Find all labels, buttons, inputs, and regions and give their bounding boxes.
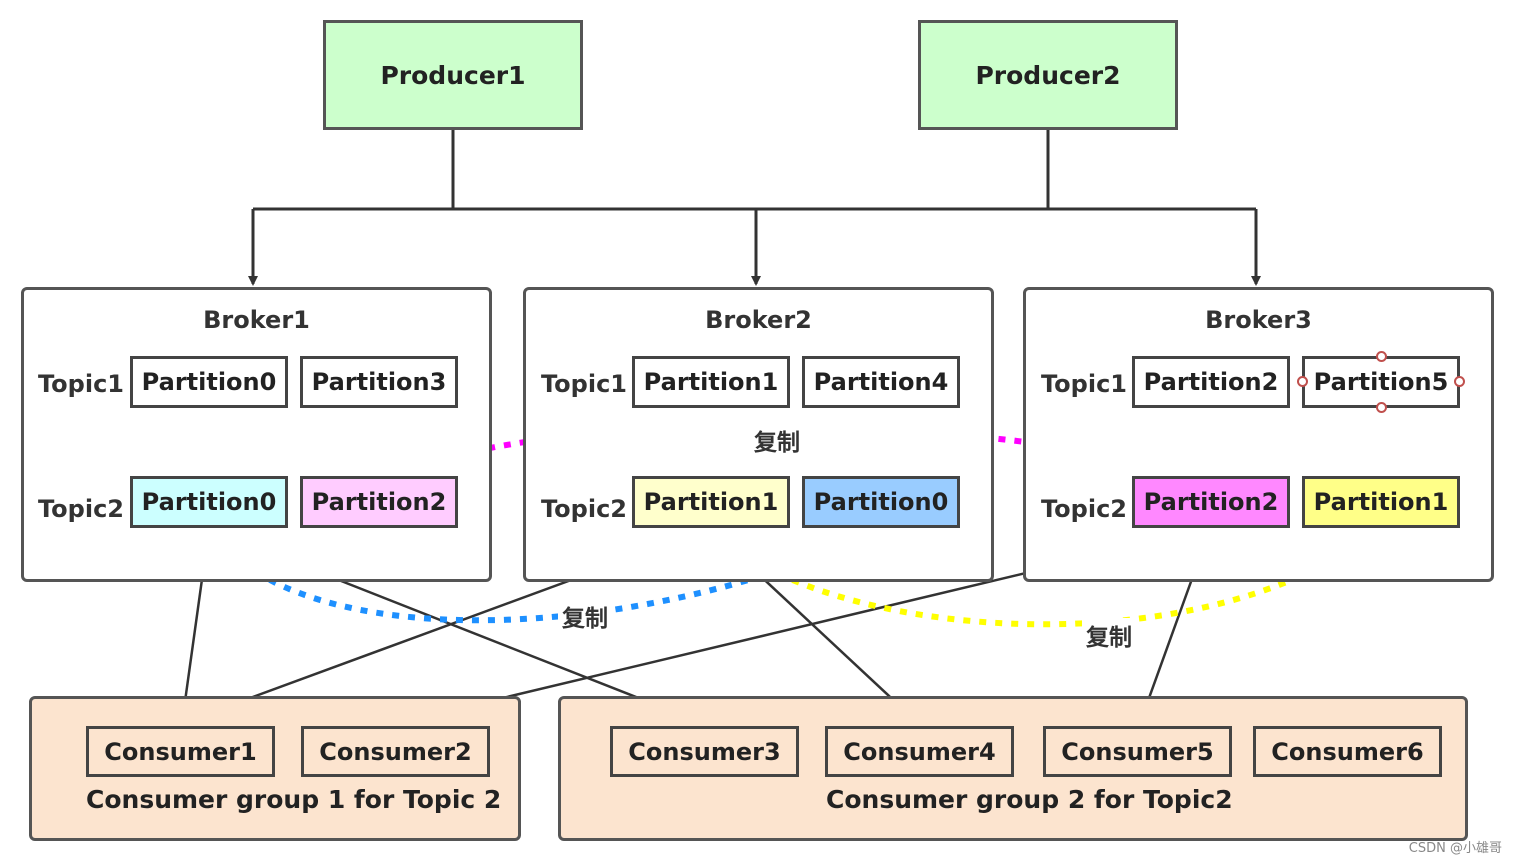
broker1-box: Broker1 (21, 287, 492, 582)
broker2-topic1-partition4: Partition4 (802, 356, 960, 408)
broker1-topic1-partition3: Partition3 (300, 356, 458, 408)
broker3-topic2-label: Topic2 (1041, 495, 1128, 523)
partition-label: Partition4 (813, 368, 949, 396)
broker3-topic1-label: Topic1 (1041, 370, 1128, 398)
partition-label: Partition1 (643, 368, 779, 396)
broker2-topic2-partition0: Partition0 (802, 476, 960, 528)
partition-label: Partition5 (1313, 368, 1449, 396)
replication-label-blue: 复制 (558, 599, 612, 633)
broker1-topic2-partition0: Partition0 (130, 476, 288, 528)
broker2-topic1-partition1: Partition1 (632, 356, 790, 408)
resize-handle-top[interactable] (1376, 351, 1387, 362)
consumer-label: Consumer1 (104, 737, 257, 766)
consumer-label: Consumer4 (843, 737, 996, 766)
consumer6-box: Consumer6 (1253, 726, 1442, 777)
broker3-topic1-partition2: Partition2 (1132, 356, 1290, 408)
broker3-title: Broker3 (1205, 306, 1312, 334)
consumer2-box: Consumer2 (301, 726, 490, 777)
partition-label: Partition0 (141, 368, 277, 396)
consumer4-box: Consumer4 (825, 726, 1014, 777)
resize-handle-bottom[interactable] (1376, 402, 1387, 413)
producer1-label: Producer1 (380, 60, 526, 90)
broker2-topic2-label: Topic2 (541, 495, 628, 523)
consumer-group-1-label: Consumer group 1 for Topic 2 (86, 785, 502, 814)
partition-label: Partition0 (813, 488, 949, 516)
broker2-topic1-label: Topic1 (541, 370, 628, 398)
broker2-title: Broker2 (705, 306, 812, 334)
broker1-topic2-partition2: Partition2 (300, 476, 458, 528)
broker3-box: Broker3 (1023, 287, 1494, 582)
producer2-label: Producer2 (975, 60, 1121, 90)
partition-label: Partition1 (643, 488, 779, 516)
resize-handle-right[interactable] (1454, 376, 1465, 387)
broker1-topic2-label: Topic2 (38, 495, 125, 523)
producer-tree-lines (248, 130, 1261, 286)
replication-label-yellow: 复制 (1082, 618, 1136, 652)
consumer1-box: Consumer1 (86, 726, 275, 777)
producer1-box: Producer1 (323, 20, 583, 130)
partition-label: Partition1 (1313, 488, 1449, 516)
resize-handle-left[interactable] (1297, 376, 1308, 387)
producer2-box: Producer2 (918, 20, 1178, 130)
broker3-topic2-partition2: Partition2 (1132, 476, 1290, 528)
consumer-label: Consumer3 (628, 737, 781, 766)
broker2-topic2-partition1: Partition1 (632, 476, 790, 528)
replication-label-magenta: 复制 (750, 423, 804, 457)
broker1-topic1-partition0: Partition0 (130, 356, 288, 408)
partition-label: Partition2 (311, 488, 447, 516)
broker1-topic1-label: Topic1 (38, 370, 125, 398)
broker1-title: Broker1 (203, 306, 310, 334)
consumer-group-2-label: Consumer group 2 for Topic2 (826, 785, 1233, 814)
consumer5-box: Consumer5 (1043, 726, 1232, 777)
partition-label: Partition2 (1143, 368, 1279, 396)
consumer-label: Consumer5 (1061, 737, 1214, 766)
consumer-label: Consumer2 (319, 737, 472, 766)
consumer-label: Consumer6 (1271, 737, 1424, 766)
watermark: CSDN @小雄哥 (1408, 841, 1502, 856)
partition-label: Partition2 (1143, 488, 1279, 516)
consumer3-box: Consumer3 (610, 726, 799, 777)
broker3-topic1-partition5[interactable]: Partition5 (1302, 356, 1460, 408)
broker3-topic2-partition1: Partition1 (1302, 476, 1460, 528)
partition-label: Partition3 (311, 368, 447, 396)
partition-label: Partition0 (141, 488, 277, 516)
